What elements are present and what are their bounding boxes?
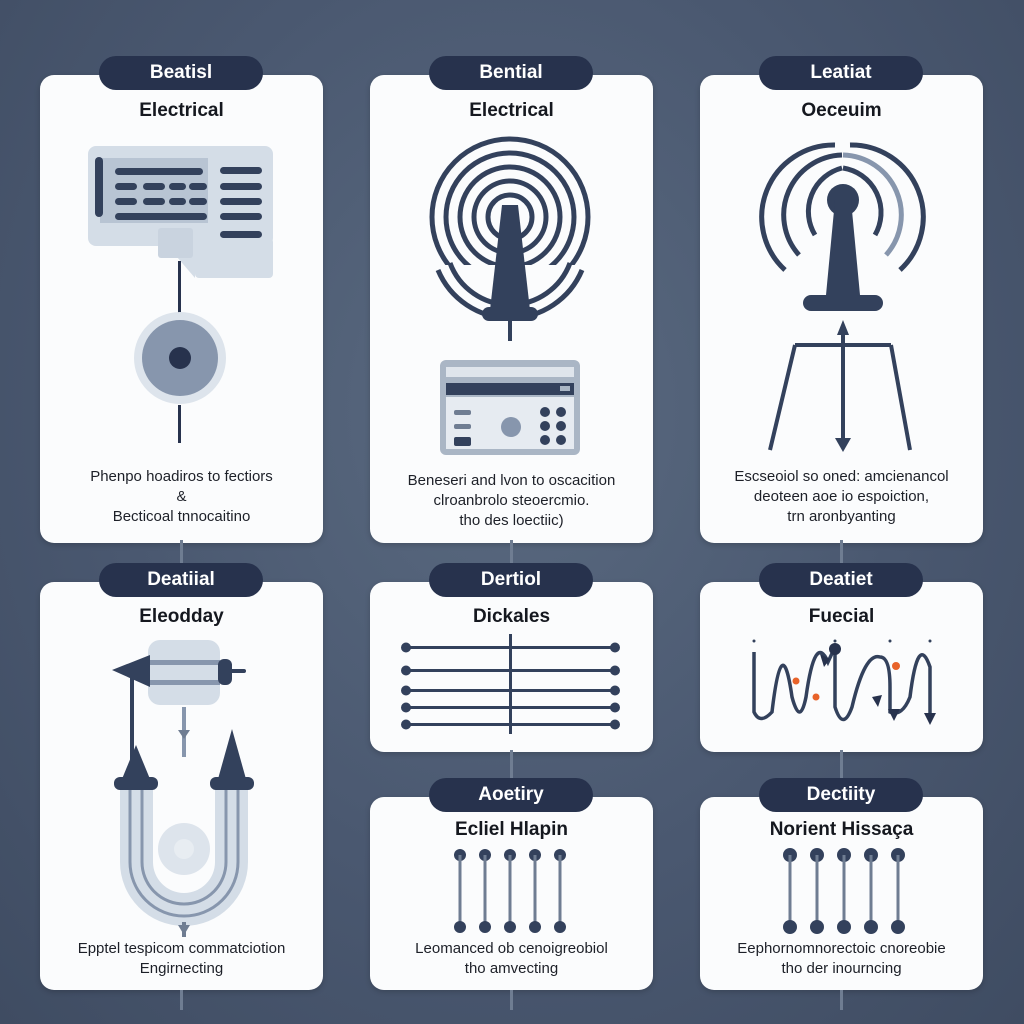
card-description: Epptel tespicom commatciotion Engirnecti… bbox=[77, 940, 286, 977]
waveform-icon bbox=[752, 639, 936, 725]
card-badge: Bential bbox=[429, 56, 593, 90]
bus-lines-icon bbox=[401, 634, 620, 734]
card-title: Eleodday bbox=[139, 606, 224, 627]
info-card-electrical[interactable]: Electrical Phenpo hoadiros to fectiors &… bbox=[40, 75, 323, 543]
connector-line bbox=[510, 990, 513, 1010]
connector-line bbox=[510, 540, 513, 570]
card-title: Oeceuim bbox=[801, 100, 882, 121]
connector-line bbox=[840, 990, 843, 1010]
card-title: Ecliel Hlapin bbox=[455, 819, 568, 840]
card-title: Electrical bbox=[139, 100, 224, 121]
card-title: Norient Hissaça bbox=[769, 819, 914, 840]
radio-antenna-transceiver-icon bbox=[420, 136, 605, 455]
info-card-norient-hissaca[interactable]: Norient Hissaça Eephornomnorectoic cnore… bbox=[700, 797, 983, 990]
card-description: Beneseri and lvon to oscacition clroanbr… bbox=[407, 472, 616, 529]
connector-line bbox=[840, 540, 843, 570]
card-badge: Beatisl bbox=[99, 56, 263, 90]
card-badge: Deatiial bbox=[99, 563, 263, 597]
info-card-fuecial[interactable]: Fuecial bbox=[700, 582, 983, 752]
card-title: Fuecial bbox=[808, 606, 875, 627]
pin-array-icon bbox=[783, 848, 905, 934]
control-panel-speaker-icon bbox=[88, 146, 273, 443]
connector-line bbox=[840, 750, 843, 785]
info-card-dickales[interactable]: Dickales bbox=[370, 582, 653, 752]
card-description: Leomanced ob cenoigreobiol tho amvecting bbox=[415, 940, 608, 977]
card-badge: Dertiol bbox=[429, 563, 593, 597]
card-title: Electrical bbox=[469, 100, 554, 121]
card-badge: Aoetiry bbox=[429, 778, 593, 812]
card-badge: Deatiet bbox=[759, 563, 923, 597]
card-description: Escseoiol so oned: amcienancol deoteen a… bbox=[734, 468, 949, 525]
u-tube-probe-icon bbox=[112, 640, 254, 937]
info-card-electrical-radio[interactable]: Electrical Beneseri and bbox=[370, 75, 653, 543]
antenna-tripod-icon bbox=[759, 142, 926, 452]
card-description: Eephornomnorectoic cnoreobie tho der ino… bbox=[737, 940, 946, 977]
connector-line bbox=[180, 540, 183, 570]
card-description: Phenpo hoadiros to fectiors & Becticoal … bbox=[90, 468, 273, 525]
card-badge: Leatiat bbox=[759, 56, 923, 90]
connector-line bbox=[510, 750, 513, 785]
card-badge: Dectiity bbox=[759, 778, 923, 812]
info-card-ecliel-hlapin[interactable]: Ecliel Hlapin Leomanced ob cenoigreobiol… bbox=[370, 797, 653, 990]
info-card-eleodday[interactable]: Eleodday Epptel tespicom commatciotion E… bbox=[40, 582, 323, 990]
info-card-oeceuim[interactable]: Oeceuim Escseoiol so oned: amcienancol d… bbox=[700, 75, 983, 543]
connector-line bbox=[180, 990, 183, 1010]
pin-array-icon bbox=[454, 849, 566, 933]
card-title: Dickales bbox=[472, 606, 551, 627]
